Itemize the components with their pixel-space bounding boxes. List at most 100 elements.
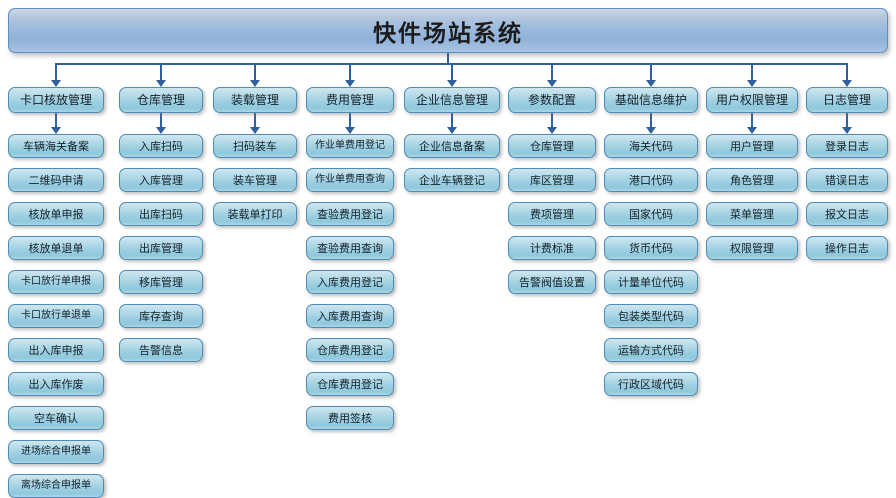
menu-item-base-info-3[interactable]: 国家代码 bbox=[604, 202, 698, 226]
arrow-head-icon bbox=[646, 80, 656, 87]
arrow-head-icon bbox=[51, 127, 61, 134]
module-header-parameters[interactable]: 参数配置 bbox=[508, 87, 596, 113]
menu-item-warehouse-2[interactable]: 入库管理 bbox=[119, 168, 203, 192]
menu-item-user-permissions-4[interactable]: 权限管理 bbox=[706, 236, 798, 260]
module-header-loading[interactable]: 装载管理 bbox=[213, 87, 297, 113]
module-header-fees[interactable]: 费用管理 bbox=[306, 87, 394, 113]
menu-item-warehouse-1[interactable]: 入库扫码 bbox=[119, 134, 203, 158]
menu-item-user-permissions-1[interactable]: 用户管理 bbox=[706, 134, 798, 158]
menu-item-gate-release-2[interactable]: 二维码申请 bbox=[8, 168, 104, 192]
connector-branch-gate-release bbox=[55, 63, 57, 81]
menu-item-warehouse-6[interactable]: 库存查询 bbox=[119, 304, 203, 328]
connector-down-warehouse bbox=[160, 113, 162, 128]
menu-item-fees-6[interactable]: 入库费用查询 bbox=[306, 304, 394, 328]
menu-item-fees-7[interactable]: 仓库费用登记 bbox=[306, 338, 394, 362]
menu-item-fees-8[interactable]: 仓库费用登记 bbox=[306, 372, 394, 396]
diagram-title-banner: 快件场站系统 bbox=[8, 8, 888, 53]
menu-item-warehouse-7[interactable]: 告警信息 bbox=[119, 338, 203, 362]
menu-item-parameters-3[interactable]: 费项管理 bbox=[508, 202, 596, 226]
menu-item-base-info-7[interactable]: 运输方式代码 bbox=[604, 338, 698, 362]
menu-item-parameters-2[interactable]: 库区管理 bbox=[508, 168, 596, 192]
menu-item-fees-4[interactable]: 查验费用查询 bbox=[306, 236, 394, 260]
arrow-head-icon bbox=[842, 80, 852, 87]
arrow-head-icon bbox=[51, 80, 61, 87]
connector-down-enterprise-info bbox=[451, 113, 453, 128]
menu-item-base-info-5[interactable]: 计量单位代码 bbox=[604, 270, 698, 294]
menu-item-logs-4[interactable]: 操作日志 bbox=[806, 236, 888, 260]
menu-item-base-info-6[interactable]: 包装类型代码 bbox=[604, 304, 698, 328]
arrow-head-icon bbox=[250, 127, 260, 134]
menu-item-gate-release-9[interactable]: 空车确认 bbox=[8, 406, 104, 430]
menu-item-gate-release-5[interactable]: 卡口放行单申报 bbox=[8, 270, 104, 294]
connector-down-gate-release bbox=[55, 113, 57, 128]
menu-item-gate-release-4[interactable]: 核放单退单 bbox=[8, 236, 104, 260]
arrow-head-icon bbox=[747, 80, 757, 87]
menu-item-gate-release-7[interactable]: 出入库申报 bbox=[8, 338, 104, 362]
connector-down-fees bbox=[349, 113, 351, 128]
arrow-head-icon bbox=[646, 127, 656, 134]
connector-branch-warehouse bbox=[160, 63, 162, 81]
module-header-gate-release[interactable]: 卡口核放管理 bbox=[8, 87, 104, 113]
module-header-logs[interactable]: 日志管理 bbox=[806, 87, 888, 113]
menu-item-user-permissions-2[interactable]: 角色管理 bbox=[706, 168, 798, 192]
connector-branch-loading bbox=[254, 63, 256, 81]
menu-item-logs-3[interactable]: 报文日志 bbox=[806, 202, 888, 226]
connector-down-user-permissions bbox=[751, 113, 753, 128]
arrow-head-icon bbox=[547, 80, 557, 87]
menu-item-base-info-2[interactable]: 港口代码 bbox=[604, 168, 698, 192]
menu-item-gate-release-10[interactable]: 进场综合申报单 bbox=[8, 440, 104, 464]
menu-item-gate-release-8[interactable]: 出入库作废 bbox=[8, 372, 104, 396]
menu-item-warehouse-3[interactable]: 出库扫码 bbox=[119, 202, 203, 226]
menu-item-gate-release-3[interactable]: 核放单申报 bbox=[8, 202, 104, 226]
menu-item-enterprise-info-1[interactable]: 企业信息备案 bbox=[404, 134, 500, 158]
connector-branch-fees bbox=[349, 63, 351, 81]
connector-down-base-info bbox=[650, 113, 652, 128]
connector-branch-enterprise-info bbox=[451, 63, 453, 81]
menu-item-base-info-1[interactable]: 海关代码 bbox=[604, 134, 698, 158]
arrow-head-icon bbox=[345, 127, 355, 134]
menu-item-fees-9[interactable]: 费用签核 bbox=[306, 406, 394, 430]
menu-item-logs-2[interactable]: 错误日志 bbox=[806, 168, 888, 192]
menu-item-gate-release-11[interactable]: 离场综合申报单 bbox=[8, 474, 104, 498]
module-header-user-permissions[interactable]: 用户权限管理 bbox=[706, 87, 798, 113]
menu-item-loading-3[interactable]: 装载单打印 bbox=[213, 202, 297, 226]
connector-branch-user-permissions bbox=[751, 63, 753, 81]
menu-item-gate-release-1[interactable]: 车辆海关备案 bbox=[8, 134, 104, 158]
connector-down-logs bbox=[846, 113, 848, 128]
diagram-title-text: 快件场站系统 bbox=[373, 19, 523, 47]
menu-item-gate-release-6[interactable]: 卡口放行单退单 bbox=[8, 304, 104, 328]
menu-item-fees-3[interactable]: 查验费用登记 bbox=[306, 202, 394, 226]
connector-trunk bbox=[447, 53, 449, 64]
menu-item-loading-2[interactable]: 装车管理 bbox=[213, 168, 297, 192]
arrow-head-icon bbox=[156, 127, 166, 134]
menu-item-fees-1[interactable]: 作业单费用登记 bbox=[306, 134, 394, 158]
menu-item-enterprise-info-2[interactable]: 企业车辆登记 bbox=[404, 168, 500, 192]
menu-item-fees-5[interactable]: 入库费用登记 bbox=[306, 270, 394, 294]
module-header-base-info[interactable]: 基础信息维护 bbox=[604, 87, 698, 113]
connector-branch-base-info bbox=[650, 63, 652, 81]
arrow-head-icon bbox=[547, 127, 557, 134]
menu-item-warehouse-4[interactable]: 出库管理 bbox=[119, 236, 203, 260]
menu-item-fees-2[interactable]: 作业单费用查询 bbox=[306, 168, 394, 192]
arrow-head-icon bbox=[345, 80, 355, 87]
arrow-head-icon bbox=[447, 127, 457, 134]
menu-item-user-permissions-3[interactable]: 菜单管理 bbox=[706, 202, 798, 226]
menu-item-base-info-4[interactable]: 货币代码 bbox=[604, 236, 698, 260]
connector-branch-parameters bbox=[551, 63, 553, 81]
menu-item-logs-1[interactable]: 登录日志 bbox=[806, 134, 888, 158]
arrow-head-icon bbox=[156, 80, 166, 87]
module-header-enterprise-info[interactable]: 企业信息管理 bbox=[404, 87, 500, 113]
arrow-head-icon bbox=[747, 127, 757, 134]
arrow-head-icon bbox=[250, 80, 260, 87]
connector-down-parameters bbox=[551, 113, 553, 128]
menu-item-parameters-1[interactable]: 仓库管理 bbox=[508, 134, 596, 158]
menu-item-loading-1[interactable]: 扫码装车 bbox=[213, 134, 297, 158]
menu-item-parameters-5[interactable]: 告警阀值设置 bbox=[508, 270, 596, 294]
module-header-warehouse[interactable]: 仓库管理 bbox=[119, 87, 203, 113]
arrow-head-icon bbox=[447, 80, 457, 87]
menu-item-base-info-8[interactable]: 行政区域代码 bbox=[604, 372, 698, 396]
connector-branch-logs bbox=[846, 63, 848, 81]
menu-item-parameters-4[interactable]: 计费标准 bbox=[508, 236, 596, 260]
menu-item-warehouse-5[interactable]: 移库管理 bbox=[119, 270, 203, 294]
